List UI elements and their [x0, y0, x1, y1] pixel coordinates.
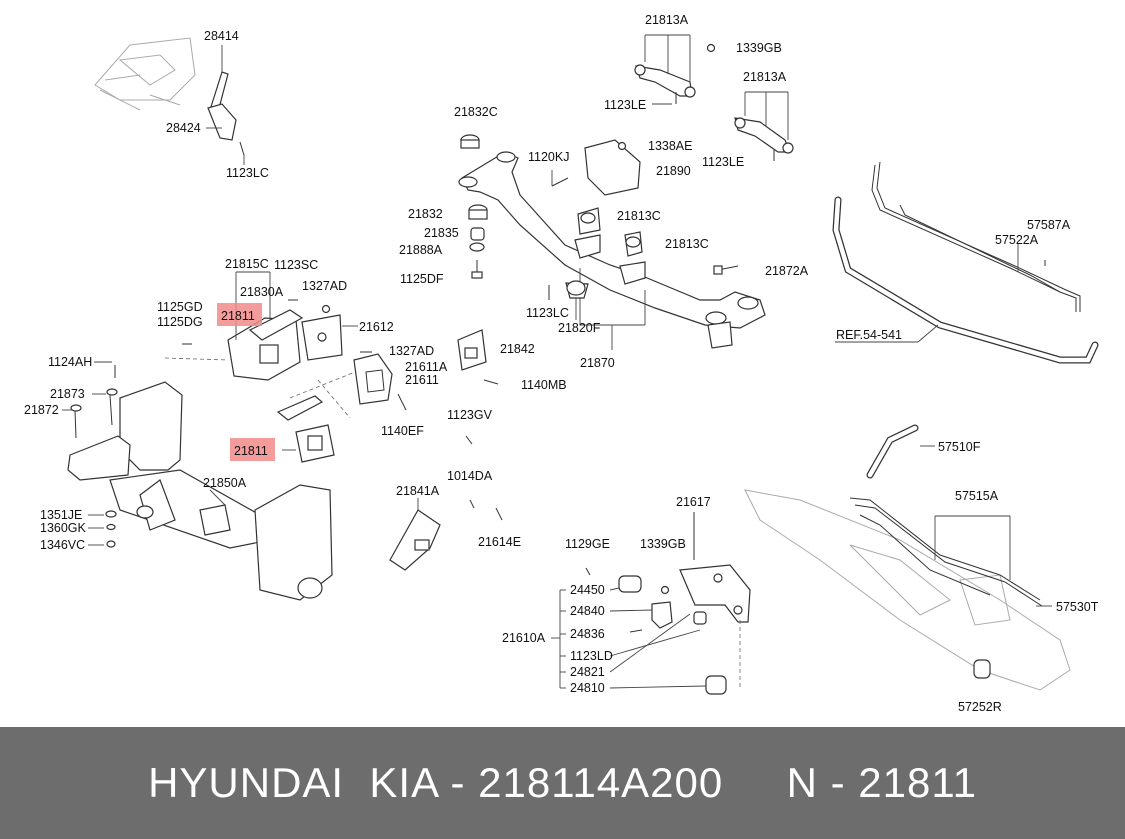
crossmember-hardware	[460, 134, 739, 320]
label-1140mb: 1140MB	[521, 378, 567, 392]
label-21841a: 21841A	[396, 484, 440, 498]
label-21842: 21842	[500, 342, 535, 356]
label-21832: 21832	[408, 207, 443, 221]
highlight-21811-lower	[230, 438, 275, 461]
label-21612: 21612	[359, 320, 394, 334]
label-21873: 21873	[50, 387, 85, 401]
part-number-text: HYUNDAI KIA - 218114A200 N - 21811	[148, 759, 977, 806]
engine-bracket-sketch	[94, 37, 245, 165]
label-1123lc: 1123LC	[226, 166, 269, 180]
label-21870: 21870	[580, 356, 615, 370]
label-21813a: 21813A	[645, 13, 689, 27]
label-28414: 28414	[204, 29, 239, 43]
label-1125gd: 1125GD	[157, 300, 203, 314]
label-21610a: 21610A	[502, 631, 546, 645]
label-1014da: 1014DA	[447, 469, 493, 483]
label-21811-upper: 21811	[221, 309, 255, 323]
label-57510f: 57510F	[938, 440, 981, 454]
stabilizer-bar	[832, 196, 1099, 364]
label-21872a: 21872A	[765, 264, 809, 278]
exploded-view-drawing: 28414 28424 1123LC 21813A 1339GB 1123LE …	[24, 13, 1099, 714]
label-21611a: 21611A	[405, 360, 448, 374]
label-21888a: 21888A	[399, 243, 443, 257]
label-1125dg: 1125DG	[157, 315, 203, 329]
label-57515a: 57515A	[955, 489, 999, 503]
hose-57510f	[866, 424, 935, 479]
bracket-21611	[353, 329, 499, 445]
label-21890: 21890	[656, 164, 691, 178]
label-ref-54-541: REF.54-541	[836, 328, 902, 342]
label-1124ah: 1124AH	[48, 355, 92, 369]
label-1123le: 1123LE	[604, 98, 646, 112]
label-21614e: 21614E	[478, 535, 521, 549]
label-21832c: 21832C	[454, 105, 498, 119]
label-21820f: 21820F	[558, 321, 601, 335]
bracket-21610a-assembly	[551, 512, 751, 695]
part-labels: 28414 28424 1123LC 21813A 1339GB 1123LE …	[24, 13, 1099, 714]
label-57522a: 57522A	[995, 233, 1039, 247]
label-1123le: 1123LE	[702, 155, 744, 169]
label-1351je: 1351JE	[40, 508, 82, 522]
label-1360gk: 1360GK	[40, 521, 87, 535]
bracket-21841a	[389, 498, 503, 571]
label-21830a: 21830A	[240, 285, 284, 299]
label-1327ad: 1327AD	[302, 279, 347, 293]
crossmember-21870	[458, 151, 766, 350]
part-number-banner: HYUNDAI KIA - 218114A200 N - 21811	[0, 727, 1125, 839]
label-1120kj: 1120KJ	[528, 150, 569, 164]
label-21813c: 21813C	[617, 209, 661, 223]
label-24821: 24821	[570, 665, 605, 679]
label-1339gb: 1339GB	[640, 537, 686, 551]
label-1123lc: 1123LC	[526, 306, 569, 320]
label-28424: 28424	[166, 121, 201, 135]
label-1140ef: 1140EF	[381, 424, 424, 438]
highlight-21811-upper	[217, 303, 262, 326]
label-57587a: 57587A	[1027, 218, 1071, 232]
subframe-21850a	[62, 361, 333, 601]
label-21611: 21611	[405, 373, 439, 387]
label-1123gv: 1123GV	[447, 408, 493, 422]
label-21813a: 21813A	[743, 70, 787, 84]
mount-21811-lower-assembly	[276, 369, 361, 463]
label-1346vc: 1346VC	[40, 538, 85, 552]
label-1327ad: 1327AD	[389, 344, 434, 358]
parts-diagram: 28414 28424 1123LC 21813A 1339GB 1123LE …	[24, 13, 1099, 714]
pressure-tubes-57522a	[871, 161, 1081, 312]
label-1125df: 1125DF	[400, 272, 444, 286]
label-21872: 21872	[24, 403, 59, 417]
steering-gear-sketch	[744, 489, 1071, 691]
label-24836: 24836	[570, 627, 605, 641]
label-24810: 24810	[570, 681, 605, 695]
label-21850a: 21850A	[203, 476, 247, 490]
label-1339gb: 1339GB	[736, 41, 782, 55]
label-1123sc: 1123SC	[274, 258, 318, 272]
label-1129ge: 1129GE	[565, 537, 610, 551]
label-57252r: 57252R	[958, 700, 1002, 714]
mount-21813a-upper	[634, 34, 716, 105]
label-24840: 24840	[570, 604, 605, 618]
label-21811-lower: 21811	[234, 444, 268, 458]
label-1338ae: 1338AE	[648, 139, 692, 153]
label-21815c: 21815C	[225, 257, 269, 271]
label-21835: 21835	[424, 226, 459, 240]
mount-21811-upper-assembly	[164, 271, 358, 381]
label-21617: 21617	[676, 495, 711, 509]
label-57530t: 57530T	[1056, 600, 1099, 614]
mount-21813a-lower	[734, 91, 794, 161]
label-24450: 24450	[570, 583, 605, 597]
label-1123ld: 1123LD	[570, 649, 613, 663]
label-21813c: 21813C	[665, 237, 709, 251]
